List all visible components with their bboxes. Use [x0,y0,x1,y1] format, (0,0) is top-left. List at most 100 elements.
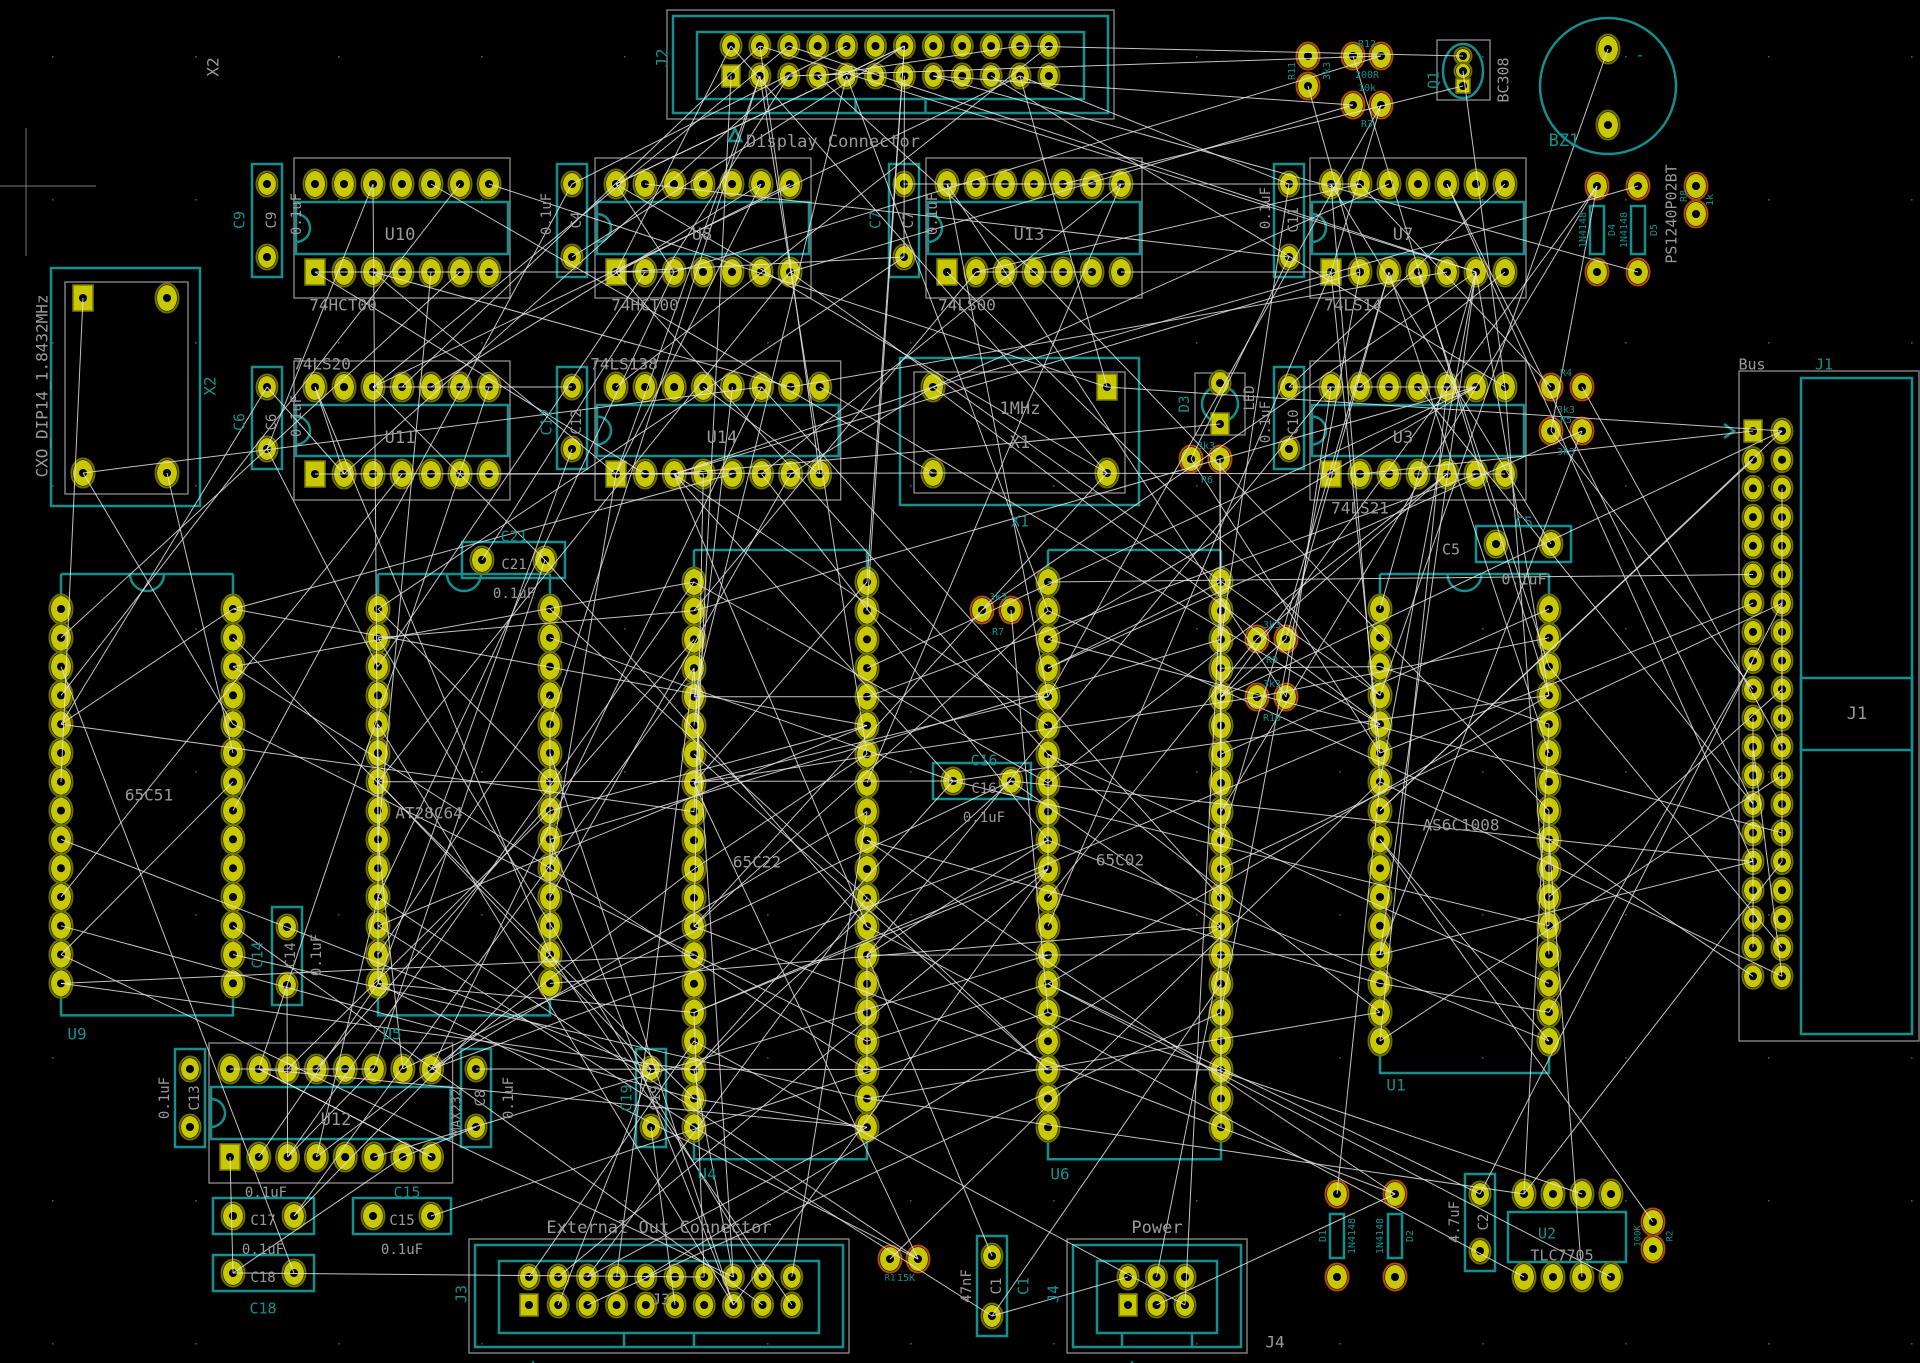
c10-pad[interactable] [1277,435,1301,463]
u4-pad[interactable] [681,824,707,856]
u6-pad[interactable] [1035,1025,1061,1057]
ratsnest-line [1548,660,1754,1013]
ratsnest-line [730,45,1108,474]
u4-pad[interactable] [854,623,880,655]
r11-pad[interactable] [1295,41,1321,71]
ratsnest-line [650,1126,676,1306]
u1-ref-label: U1 [1386,1076,1405,1095]
u5-pad[interactable] [365,679,391,711]
u9-pad[interactable] [220,852,246,884]
j2-display-connector-pad[interactable] [950,32,974,60]
j2-display-connector-pad[interactable] [864,32,887,60]
u12-pad[interactable] [332,1141,358,1173]
u8-pad[interactable] [748,256,774,288]
j1-pad[interactable] [1770,446,1794,474]
bz1-pad[interactable] [1595,109,1621,141]
ratsnest-line [316,868,695,1158]
u7-pad[interactable] [1405,168,1431,200]
u9-ref-label: U9 [67,1025,86,1044]
u9-pad[interactable] [48,737,74,769]
ratsnest-line [314,386,551,955]
ratsnest-line [1359,271,1506,388]
x2-pad[interactable] [70,457,96,489]
u8-pad[interactable] [661,168,687,200]
ratsnest-line [60,297,84,782]
j4-power-connector-pad[interactable] [1118,1293,1138,1317]
u10-pad[interactable] [331,168,357,200]
j2-display-connector-pad[interactable] [921,32,945,60]
ratsnest-line [258,386,490,1070]
u14-pad[interactable] [632,371,658,403]
j1-pad[interactable] [1741,618,1765,646]
ratsnest-line [866,954,1381,956]
ratsnest-line [673,473,1049,726]
j3-external-out-connector-pad[interactable] [605,1291,629,1319]
u10-pad[interactable] [389,168,415,200]
c15-pad[interactable] [360,1201,386,1231]
c13-pad[interactable] [178,1055,202,1083]
u14-pad[interactable] [661,371,687,403]
u10-pad[interactable] [302,168,328,200]
u2-pad[interactable] [1598,1178,1624,1210]
r2-pad[interactable] [1640,1234,1666,1264]
ratsnest-line [60,386,268,725]
u5-pad[interactable] [537,651,563,683]
u9-pad[interactable] [220,967,246,999]
u4-pad[interactable] [681,968,707,1000]
j1-pad[interactable] [1770,876,1794,904]
d4-pad[interactable] [1584,257,1610,287]
c2-pad[interactable] [1468,1237,1492,1265]
d4-body [1588,204,1606,256]
j2-display-connector-pad[interactable] [950,62,974,90]
u9-pad[interactable] [48,795,74,827]
j4-power-connector-pad[interactable] [1173,1263,1197,1291]
j1-pad[interactable] [1770,905,1794,933]
c5-pad[interactable] [1483,529,1509,559]
c17-value-below: 0.1uF [242,1242,284,1258]
ratsnest-line [232,581,695,668]
j2-display-connector-pad[interactable] [806,32,830,60]
c13-pad[interactable] [178,1113,202,1141]
c5-ref-silk: C5 [1515,514,1533,532]
j2-display-connector-pad[interactable] [979,32,1003,60]
j3-external-out-connector-pad[interactable] [519,1293,539,1317]
u6-pad[interactable] [1035,1111,1061,1143]
ratsnest-line [693,780,1012,1071]
u1-pad[interactable] [1367,910,1393,942]
d3-pad[interactable] [1208,369,1232,397]
u4-pad[interactable] [681,1111,707,1143]
j3-external-out-connector-pad[interactable] [692,1291,716,1319]
c9-pad[interactable] [255,170,279,198]
u11-pad[interactable] [331,371,357,403]
r8-pad[interactable] [1683,199,1709,229]
u7-pad[interactable] [1405,256,1431,288]
u1-pad[interactable] [1367,622,1393,654]
c17-pad[interactable] [220,1201,246,1231]
u9-pad[interactable] [220,823,246,855]
u9-pad[interactable] [48,852,74,884]
ratsnest-line [549,925,1222,984]
r6-ref-label: R6 [1201,475,1213,486]
u7-pad[interactable] [1463,168,1489,200]
d1-pad[interactable] [1324,1262,1350,1292]
u8-pad[interactable] [690,256,716,288]
u2-pad[interactable] [1540,1261,1566,1293]
j1-pad[interactable] [1741,532,1765,560]
j2-display-connector-pad[interactable] [1037,62,1061,90]
x2-pad[interactable] [154,282,180,314]
u2-pad[interactable] [1540,1178,1566,1210]
u8-pad[interactable] [719,256,745,288]
j3-external-out-connector-pad[interactable] [634,1291,658,1319]
r8-pad[interactable] [1683,171,1709,201]
d2-pad[interactable] [1382,1262,1408,1292]
ratsnest-line [1307,85,1361,273]
c9-pad[interactable] [255,243,279,271]
u9-pad[interactable] [220,679,246,711]
u9-pad[interactable] [220,881,246,913]
ratsnest-line [615,75,761,475]
u6-pad[interactable] [1035,1083,1061,1115]
j1-pad[interactable] [1741,503,1765,531]
j1-pad[interactable] [1741,474,1765,502]
ratsnest-line [674,386,934,475]
